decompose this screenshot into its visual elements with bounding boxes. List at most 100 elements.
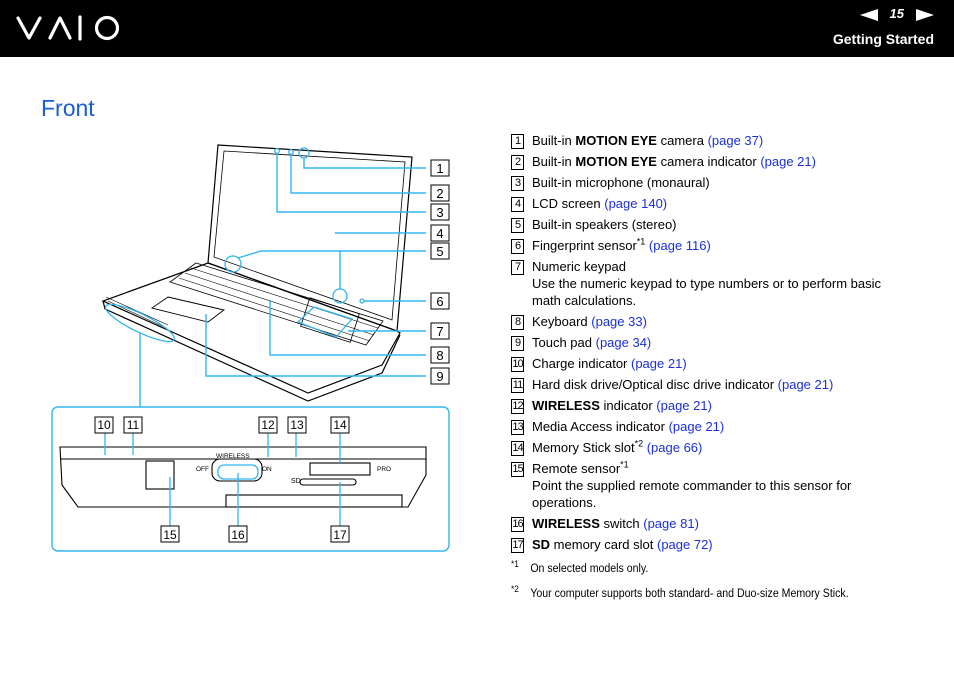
page-link[interactable]: (page 33): [591, 314, 647, 329]
item-text: Memory Stick slot: [532, 440, 635, 455]
svg-text:16: 16: [231, 528, 245, 542]
front-panel: [59, 446, 427, 508]
svg-text:SD: SD: [291, 478, 301, 485]
item-text: camera: [656, 133, 708, 148]
footnote-text: Your computer supports both standard- an…: [530, 588, 849, 600]
callout-3: 3: [430, 203, 450, 221]
item-text: indicator: [599, 398, 657, 413]
item-bold-text: WIRELESS: [532, 398, 600, 413]
vaio-logo: [16, 15, 120, 41]
callout-9: 9: [430, 367, 450, 385]
footnote-text: On selected models only.: [530, 563, 649, 575]
callout-6: 6: [430, 292, 450, 310]
page-link[interactable]: (page 72): [656, 537, 713, 552]
section-title: Getting Started: [832, 31, 934, 47]
page-link[interactable]: (page 21): [777, 377, 834, 392]
item-text: Numeric keypad: [532, 259, 626, 274]
item-number-box: 6: [511, 239, 524, 254]
footnote-mark: *1: [511, 559, 519, 569]
callout-7: 7: [430, 322, 450, 340]
callout-8: 8: [430, 346, 450, 364]
wireless-label: WIRELESS: [216, 453, 250, 460]
callout-11: 11: [123, 416, 143, 434]
svg-text:17: 17: [333, 528, 347, 542]
item-text: camera indicator: [656, 154, 761, 169]
svg-text:11: 11: [127, 418, 140, 432]
svg-text:10: 10: [97, 418, 111, 432]
page-link[interactable]: (page 34): [595, 335, 652, 350]
item-number-box: 13: [511, 420, 524, 435]
list-item: 17 SD memory card slot (page 72): [511, 536, 911, 553]
item-number-box: 4: [511, 197, 524, 212]
svg-text:15: 15: [163, 528, 177, 542]
svg-text:PRO: PRO: [377, 466, 391, 473]
item-number-box: 5: [511, 218, 524, 233]
item-number-box: 3: [511, 176, 524, 191]
list-item: 8 Keyboard (page 33): [511, 313, 911, 330]
item-text: Touch pad: [532, 335, 596, 350]
item-description: Use the numeric keypad to type numbers o…: [532, 276, 881, 308]
item-number-box: 11: [511, 378, 524, 393]
svg-text:3: 3: [436, 205, 443, 220]
header-bar: 15 Getting Started: [0, 0, 954, 57]
list-item: 1 Built-in MOTION EYE camera (page 37): [511, 132, 911, 149]
item-number-box: 8: [511, 315, 524, 330]
callout-1: 1: [430, 159, 450, 177]
item-number-box: 7: [511, 260, 524, 275]
next-page-arrow-icon[interactable]: [916, 8, 934, 21]
item-bold-text: MOTION EYE: [575, 133, 657, 148]
callout-13: 13: [287, 416, 307, 434]
page-link[interactable]: (page 37): [707, 133, 764, 148]
page-link[interactable]: (page 140): [604, 196, 668, 211]
item-number-box: 14: [511, 441, 524, 456]
page-link[interactable]: (page 81): [643, 516, 699, 531]
footnote-ref: *1: [620, 459, 629, 470]
svg-text:OFF: OFF: [196, 466, 209, 473]
item-text: Fingerprint sensor: [532, 238, 637, 253]
svg-text:4: 4: [436, 226, 443, 241]
item-text: Remote sensor: [532, 461, 621, 476]
item-number-box: 1: [511, 134, 524, 149]
svg-text:14: 14: [333, 418, 347, 432]
item-text: LCD screen: [532, 196, 605, 211]
item-number-box: 17: [511, 538, 524, 553]
page-link[interactable]: (page 116): [648, 238, 711, 253]
page-link[interactable]: (page 21): [631, 356, 687, 371]
callout-17: 17: [330, 525, 350, 543]
callout-4: 4: [430, 224, 450, 242]
item-text: Built-in: [532, 154, 576, 169]
svg-text:12: 12: [261, 418, 275, 432]
item-bold-text: SD: [532, 537, 551, 552]
laptop-front-illustration: 1 2 3 4 5 6 7 8 9 WIRELESS OFF ON SD PRO…: [51, 144, 450, 552]
item-text: memory card slot: [550, 537, 657, 552]
item-text: switch: [599, 516, 644, 531]
svg-text:6: 6: [436, 294, 443, 309]
previous-page-arrow-icon[interactable]: [859, 8, 878, 21]
svg-text:2: 2: [436, 186, 443, 201]
page-link[interactable]: (page 21): [656, 398, 712, 413]
callout-16: 16: [228, 525, 248, 543]
svg-text:7: 7: [436, 324, 443, 339]
page-link[interactable]: (page 21): [668, 419, 725, 434]
page-link[interactable]: (page 21): [760, 154, 816, 169]
footnote: *1 On selected models only.: [511, 559, 879, 578]
item-number-box: 2: [511, 155, 524, 170]
svg-text:13: 13: [290, 418, 304, 432]
page-link[interactable]: (page 66): [646, 440, 703, 455]
item-number-box: 15: [511, 462, 524, 477]
item-text: Keyboard: [532, 314, 592, 329]
svg-text:5: 5: [436, 244, 443, 259]
item-text: Built-in: [532, 133, 576, 148]
item-description: Point the supplied remote commander to t…: [532, 478, 852, 510]
footnote-ref: *1: [636, 236, 646, 247]
item-bold-text: WIRELESS: [532, 516, 600, 531]
page-number: 15: [889, 6, 904, 21]
